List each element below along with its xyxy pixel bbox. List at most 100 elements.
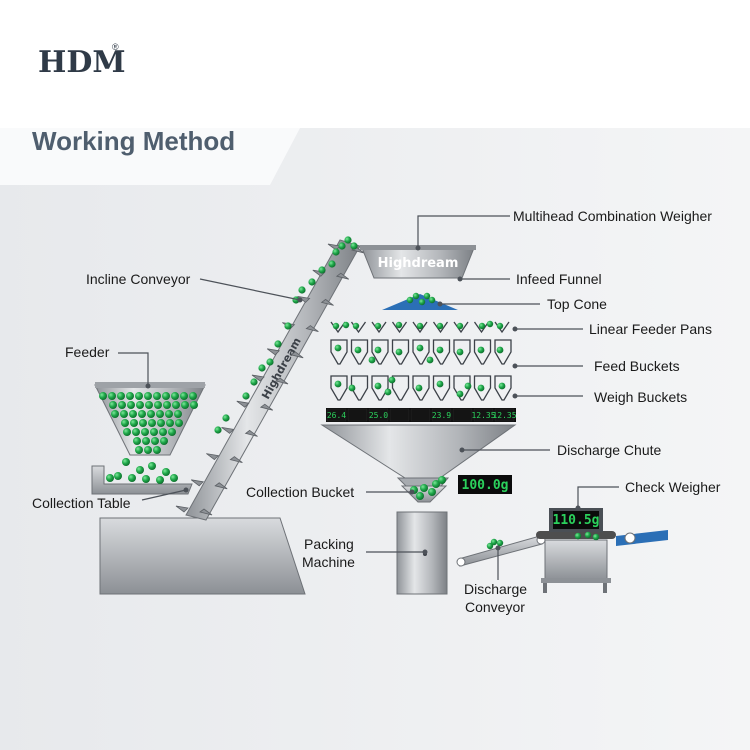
pea [168,428,176,436]
pea [486,320,494,328]
pea [172,401,180,409]
pea [151,437,159,445]
pea [274,340,282,348]
svg-text:HDM: HDM [38,45,126,80]
feed-buckets [330,339,512,365]
page-title: Working Method [32,126,235,156]
pea [129,410,137,418]
label-collection-table: Collection Table [32,495,131,511]
pea [123,428,131,436]
display-cell [431,408,452,422]
weigh-bucket [330,375,348,401]
pea [142,437,150,445]
pea [384,388,392,396]
pea [139,419,147,427]
conveyor-cleat [229,456,243,463]
pea [258,364,266,372]
pea [374,346,382,354]
pea [111,410,119,418]
pea [128,474,136,482]
conveyor-cleat [305,325,319,332]
pea [180,392,188,400]
pea [147,410,155,418]
pea [332,248,340,256]
pea [352,322,360,330]
conveyor-cleat [214,482,228,490]
feed-bucket [453,339,471,365]
pea [132,428,140,436]
pea [388,376,396,384]
pea [342,321,350,329]
pea [338,242,346,250]
callout-dots [145,245,581,555]
pea [266,358,274,366]
pea [181,401,189,409]
pea [477,346,485,354]
pea [332,322,340,330]
conveyor-cleat [259,403,274,411]
pea [144,392,152,400]
conveyor-cleat [327,243,341,251]
pea [432,480,440,488]
svg-text:110.5g: 110.5g [553,513,600,528]
pea [428,488,436,496]
pea [118,401,126,409]
pea [148,419,156,427]
conveyor-cleat [335,272,350,280]
title-band-notch [0,128,300,185]
callout-lines [118,215,619,580]
pea [420,484,428,492]
pea [162,392,170,400]
pea [175,419,183,427]
feed-bucket [412,339,430,365]
pea [486,542,494,550]
conveyor-cleats [175,243,365,516]
label-weigh-buckets: Weigh Buckets [594,389,687,405]
label-linear-feeder-pans: Linear Feeder Pans [589,321,712,337]
product-peas [99,236,600,550]
pea [368,356,376,364]
pea [416,344,424,352]
pea [165,410,173,418]
pea [416,492,424,500]
pea [416,322,424,330]
feeder-pan [473,321,490,334]
feed-bucket [330,339,348,365]
pea [428,296,436,304]
pea [156,410,164,418]
pea [121,419,129,427]
pea [412,292,420,300]
conveyor-cleat [199,508,213,516]
display-value: 12.35 [471,411,495,420]
pea [584,531,592,539]
display-value: 25.0 [369,411,388,420]
pea [308,278,316,286]
conveyor-cleat [266,348,281,356]
pea [136,466,144,474]
pea [174,410,182,418]
pea [592,533,600,541]
pea [135,392,143,400]
pea [374,382,382,390]
pea [328,260,336,268]
feed-bucket [432,339,451,365]
conveyor-cleat [236,400,250,408]
conveyor-cleat [175,505,189,513]
feeder-pan [391,321,408,334]
label-infeed-funnel: Infeed Funnel [516,271,602,287]
display-cell [347,408,368,422]
label-packing-line2: Machine [302,554,355,570]
pea [477,384,485,392]
display-value: 23.9 [432,411,451,420]
pea [157,419,165,427]
pea [436,346,444,354]
pea [374,322,382,330]
pea [106,474,114,482]
pea [298,286,306,294]
pea [142,475,150,483]
label-multihead-weigher: Multihead Combination Weigher [513,208,712,224]
pea [170,474,178,482]
pea [136,401,144,409]
check-weigher: 110.5g [536,508,668,593]
